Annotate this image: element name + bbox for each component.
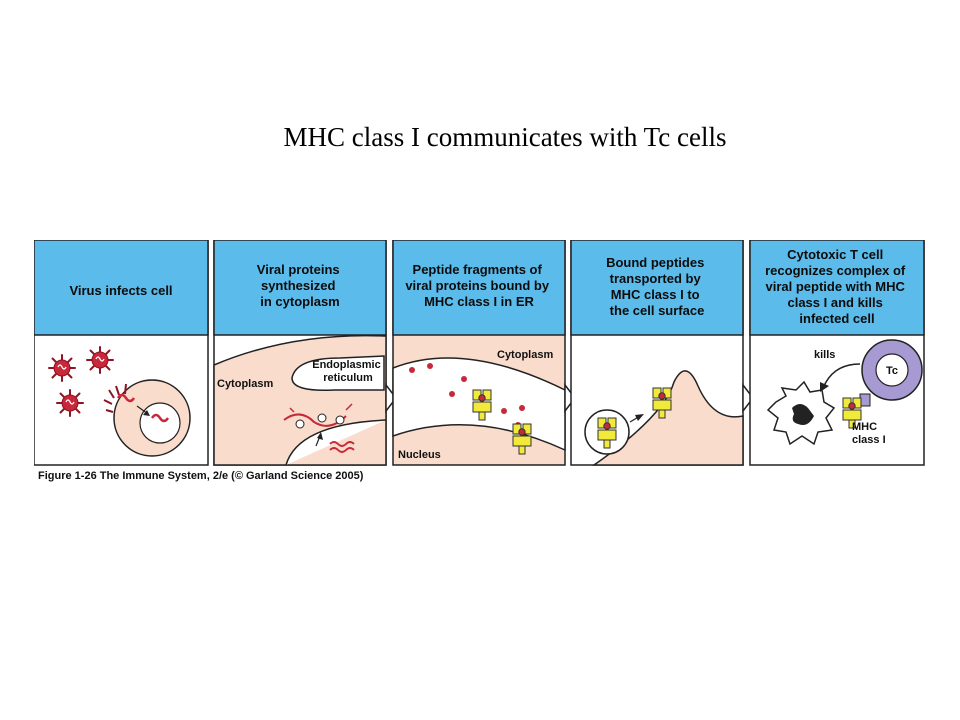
slide-title: MHC class I communicates with Tc cells bbox=[283, 122, 727, 152]
host-nucleus bbox=[139, 402, 181, 444]
panel-cytotoxic-t-cell: Cytotoxic T cell recognizes complex of v… bbox=[749, 240, 925, 466]
kills-arrow bbox=[823, 363, 861, 387]
panel-peptide-fragments: Peptide fragments of viral proteins boun… bbox=[392, 240, 576, 466]
peptide bbox=[409, 367, 415, 373]
viral-mrna bbox=[283, 413, 347, 427]
viral-rna bbox=[329, 447, 355, 453]
viral-rna bbox=[116, 393, 136, 403]
t-cell-nucleus bbox=[875, 353, 909, 387]
ribosome bbox=[295, 419, 305, 429]
step-arrow bbox=[742, 382, 754, 414]
cell-surface bbox=[591, 370, 744, 466]
panel-1-header: Virus infects cell bbox=[69, 283, 172, 298]
mhc-class-i-label: MHC class I bbox=[852, 421, 886, 446]
panel-4-header: Bound peptides transported by MHC class … bbox=[606, 255, 708, 318]
peptide bbox=[501, 408, 507, 414]
panel-3-header: Peptide fragments of viral proteins boun… bbox=[405, 262, 552, 309]
entering-virus bbox=[103, 383, 127, 413]
ribosome bbox=[317, 413, 327, 423]
viral-rna bbox=[150, 413, 170, 423]
cytoplasm-label: Cytoplasm bbox=[497, 349, 553, 361]
nucleus-label: Nucleus bbox=[398, 449, 441, 461]
panel-2-header: Viral proteins synthesized in cytoplasm bbox=[257, 262, 343, 309]
panel-viral-proteins-synthesized: Viral proteins synthesized in cytoplasm … bbox=[213, 240, 397, 466]
panel-5-header: Cytotoxic T cell recognizes complex of v… bbox=[765, 247, 909, 326]
arrow-head bbox=[635, 414, 644, 421]
peptide bbox=[519, 405, 525, 411]
virus-particle bbox=[48, 354, 76, 382]
tc-label: Tc bbox=[886, 365, 898, 377]
peptide bbox=[461, 376, 467, 382]
fragmented-nucleus bbox=[792, 404, 814, 425]
panel-bound-peptides-transported: Bound peptides transported by MHC class … bbox=[570, 240, 754, 466]
er-label: Endoplasmic reticulum bbox=[312, 359, 384, 384]
peptide bbox=[427, 363, 433, 369]
arrow-head bbox=[143, 410, 150, 416]
kills-label: kills bbox=[814, 349, 835, 361]
virus-particle bbox=[56, 389, 84, 417]
panel-virus-infects-cell: Virus infects cell bbox=[34, 240, 209, 466]
ribosome bbox=[335, 415, 345, 425]
step-arrow bbox=[385, 382, 397, 414]
step-arrow bbox=[564, 382, 576, 414]
figure-panels: Virus infects cell Viral proteins synthe… bbox=[34, 240, 925, 466]
peptide bbox=[449, 391, 455, 397]
endoplasmic-reticulum bbox=[291, 355, 385, 391]
figure-caption: Figure 1-26 The Immune System, 2/e (© Ga… bbox=[38, 470, 364, 482]
viral-rna bbox=[329, 441, 355, 447]
arrow-head bbox=[820, 382, 829, 392]
cytoplasm-label: Cytoplasm bbox=[217, 378, 273, 390]
arrow-head bbox=[317, 432, 323, 440]
virus-particle bbox=[86, 346, 114, 374]
